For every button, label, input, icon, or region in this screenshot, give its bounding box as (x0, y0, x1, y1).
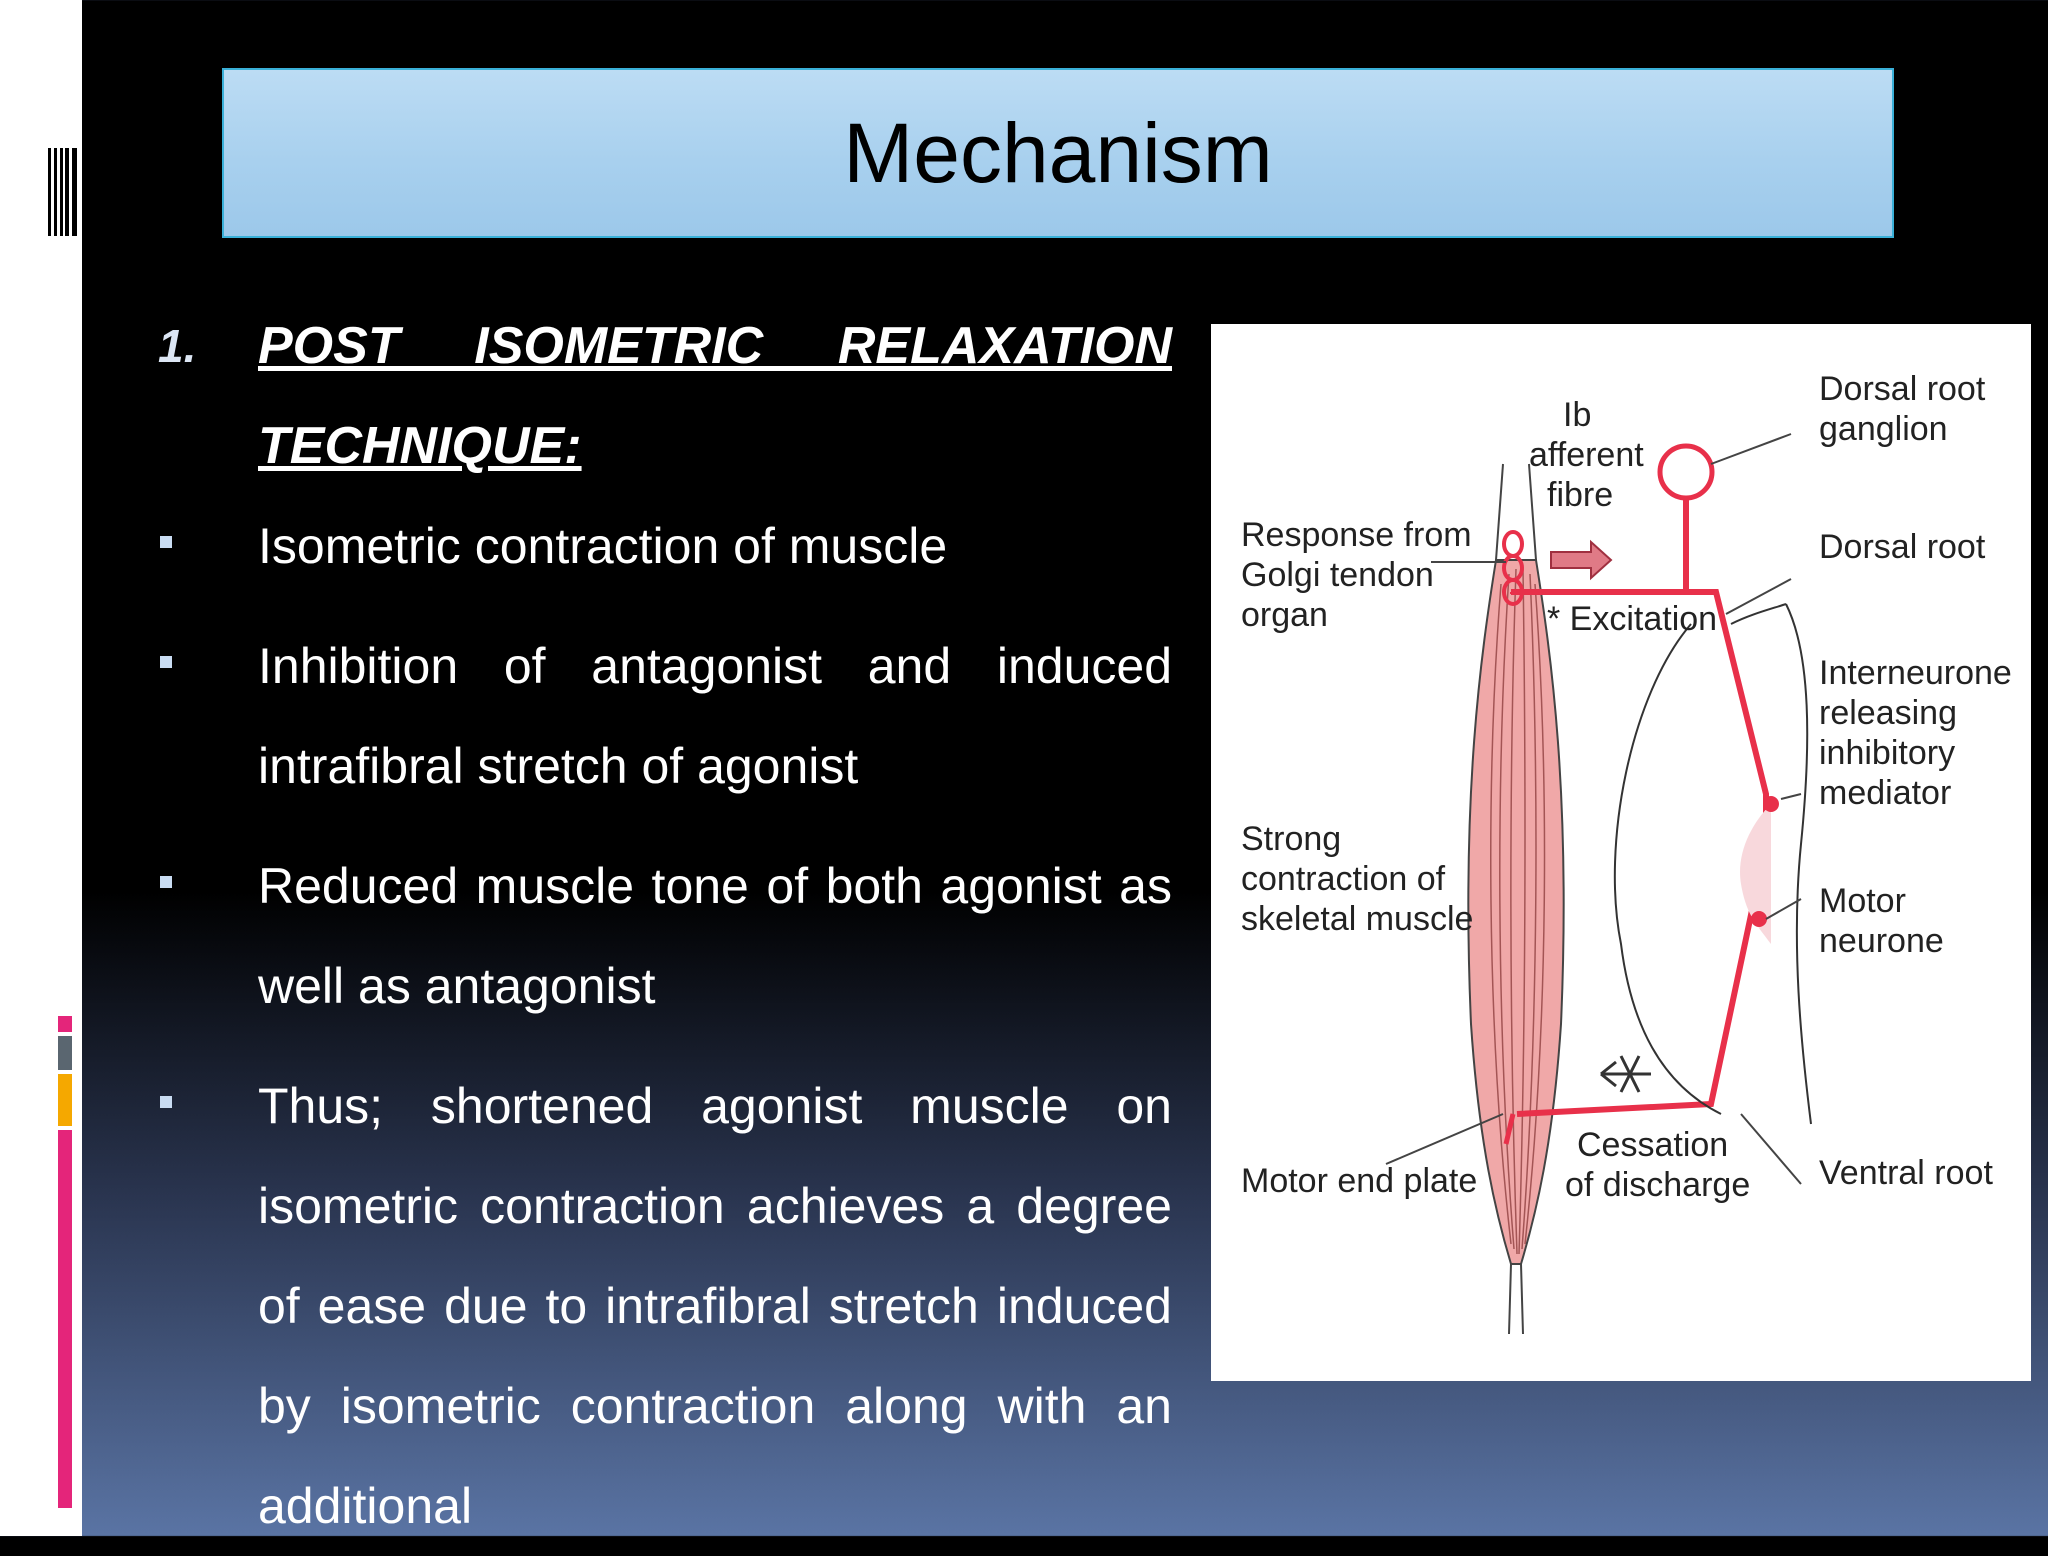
bullet-text: Inhibition of antagonist and induced int… (258, 638, 1172, 794)
bullet-text: Isometric contraction of muscle (258, 518, 948, 574)
cessation-blocked-arrow-icon (1600, 1055, 1651, 1093)
bullet-text: Thus; shortened agonist muscle on isomet… (258, 1078, 1172, 1534)
interneurone-icon (1751, 796, 1779, 927)
bullet-marker (160, 656, 172, 668)
section-heading: 1. POST ISOMETRIC RELAXATION TECHNIQUE: (150, 296, 1172, 496)
label-organ: organ (1241, 596, 1328, 634)
label-inhibitory: inhibitory (1819, 734, 1955, 772)
label-motor: Motor (1819, 882, 1906, 920)
section-number: 1. (158, 320, 197, 372)
slide-title: Mechanism (843, 105, 1273, 200)
reflex-diagram-svg: Response from Golgi tendon organ Strong … (1241, 370, 2012, 1335)
label-ventral-root: Ventral root (1819, 1154, 1993, 1192)
bullet-item: Inhibition of antagonist and induced int… (150, 616, 1172, 816)
label-golgi-tendon: Golgi tendon (1241, 556, 1434, 594)
label-dorsal-root-ganglion-1: Dorsal root (1819, 370, 1986, 408)
label-fibre: fibre (1547, 476, 1613, 514)
bullet-item: Thus; shortened agonist muscle on isomet… (150, 1056, 1172, 1556)
label-ib: Ib (1563, 396, 1591, 434)
label-response-from: Response from (1241, 516, 1472, 554)
bullet-marker (160, 876, 172, 888)
label-releasing: releasing (1819, 694, 1957, 732)
label-excitation: * Excitation (1547, 600, 1717, 638)
section-heading-text: POST ISOMETRIC RELAXATION TECHNIQUE: (258, 317, 1172, 475)
label-of-discharge: of discharge (1565, 1166, 1750, 1204)
label-neurone: neurone (1819, 922, 1944, 960)
label-leader-lines (1385, 433, 1802, 1185)
label-afferent: afferent (1529, 436, 1644, 474)
label-strong: Strong (1241, 820, 1341, 858)
bullet-item: Isometric contraction of muscle (150, 496, 1172, 596)
motor-end-plate-icon (1503, 1113, 1516, 1145)
slide-title-bar: Mechanism (222, 68, 1894, 238)
skeletal-muscle-shape (1467, 463, 1565, 1335)
interneurone-region (1740, 804, 1771, 944)
reflex-diagram: Response from Golgi tendon organ Strong … (1211, 324, 2031, 1381)
label-ganglion: ganglion (1819, 410, 1948, 448)
bullet-item: Reduced muscle tone of both agonist as w… (150, 836, 1172, 1036)
bullet-marker (160, 536, 172, 548)
bullet-marker (160, 1096, 172, 1108)
decorative-lines (48, 148, 80, 236)
bullet-text: Reduced muscle tone of both agonist as w… (258, 858, 1172, 1014)
dorsal-root-ganglion-icon (1657, 443, 1715, 501)
label-interneurone: Interneurone (1819, 654, 2012, 692)
label-dorsal-root: Dorsal root (1819, 528, 1986, 566)
slide-content: 1. POST ISOMETRIC RELAXATION TECHNIQUE: … (150, 296, 1172, 1556)
label-motor-end-plate: Motor end plate (1241, 1162, 1477, 1200)
label-skeletal-muscle: skeletal muscle (1241, 900, 1473, 938)
spinal-cord-outline (1613, 603, 1812, 1125)
label-mediator: mediator (1819, 774, 1951, 812)
label-contraction-of: contraction of (1241, 860, 1446, 898)
label-cessation: Cessation (1577, 1126, 1728, 1164)
excitation-arrow-icon (1550, 539, 1613, 581)
